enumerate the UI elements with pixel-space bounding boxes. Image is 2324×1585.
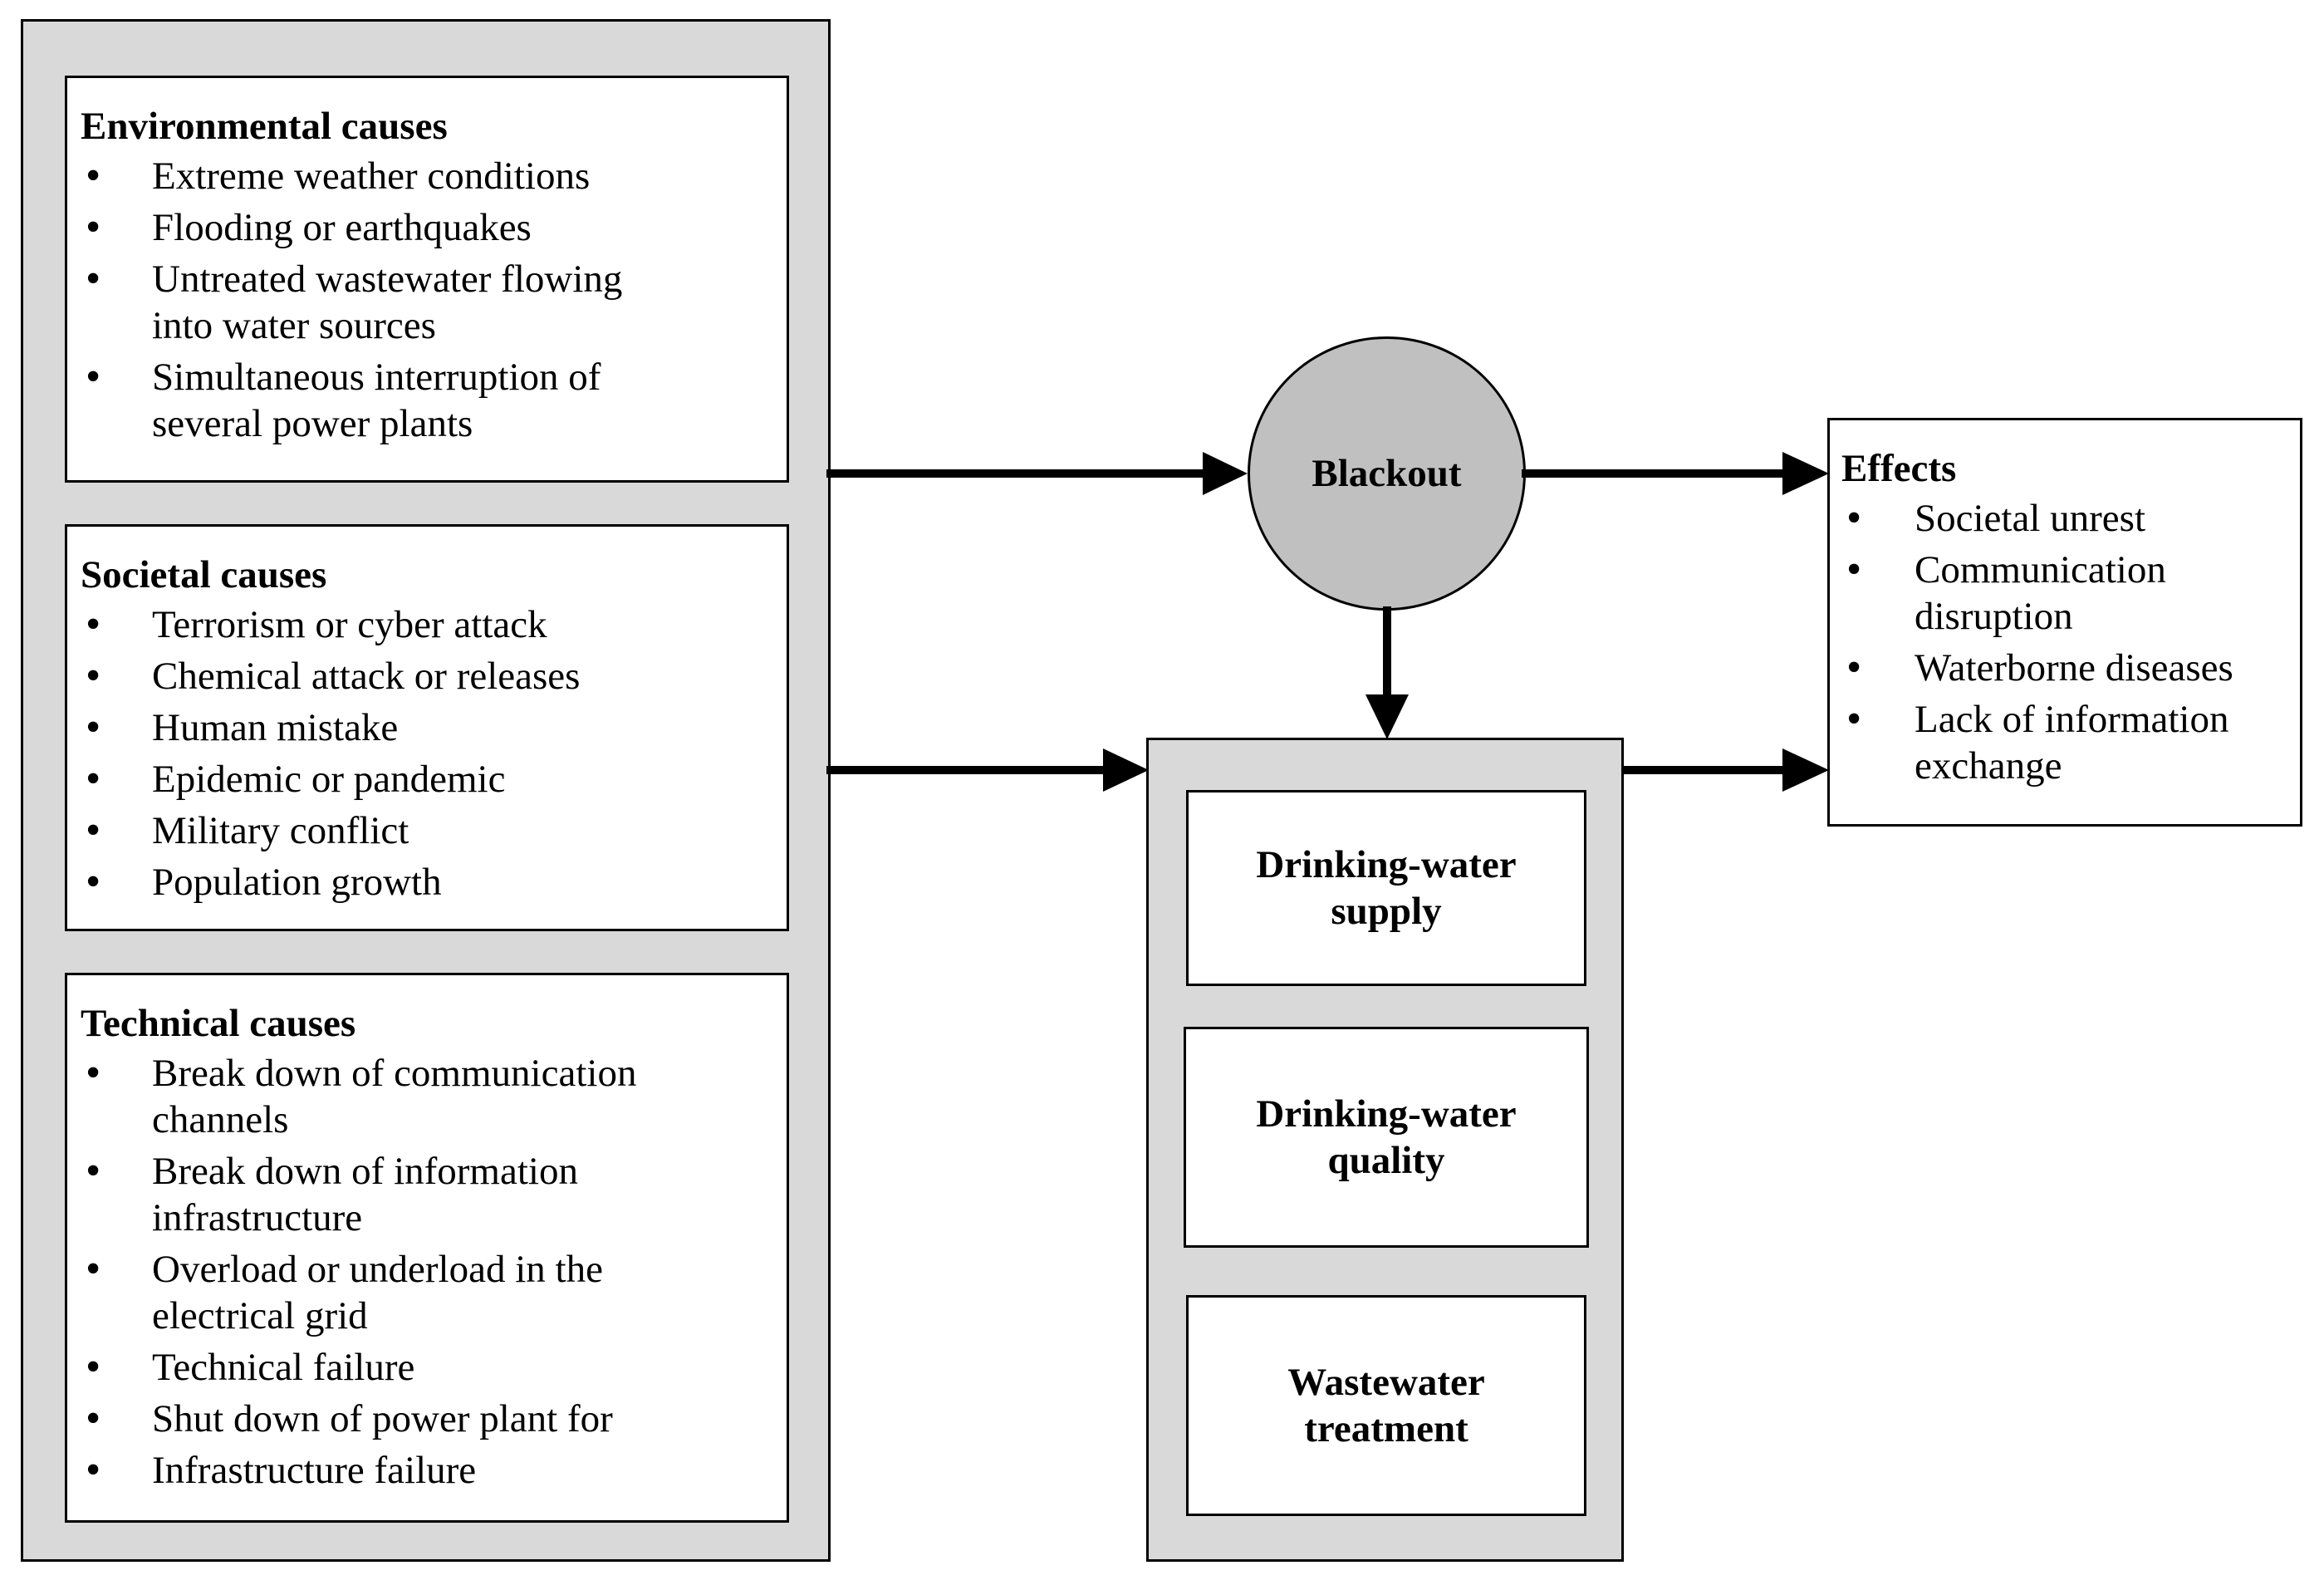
list-item: Human mistake	[81, 704, 773, 751]
blackout-label: Blackout	[1312, 452, 1462, 495]
drinking-water-quality-label: Drinking-water quality	[1256, 1092, 1517, 1182]
list-item: Terrorism or cyber attack	[81, 601, 773, 648]
societal-causes-heading: Societal causes	[81, 553, 327, 596]
list-item: Lack of information exchange	[1841, 696, 2288, 789]
list-item: Epidemic or pandemic	[81, 756, 773, 802]
list-item: Chemical attack or releases	[81, 653, 773, 699]
list-item: Population growth	[81, 859, 773, 905]
list-item: Communication disruption	[1841, 547, 2230, 640]
list-item: Break down of information infrastructure	[81, 1148, 684, 1241]
wastewater-treatment-label: Wastewater treatment	[1287, 1361, 1485, 1450]
arrowhead	[1365, 694, 1409, 739]
technical-causes-box: Technical causes Break down of communica…	[65, 973, 789, 1523]
list-item: Extreme weather conditions	[81, 153, 773, 199]
list-item: Shut down of power plant for	[81, 1396, 773, 1442]
list-item: Simultaneous interruption of several pow…	[81, 354, 684, 447]
causes-panel: Environmental causes Extreme weather con…	[21, 19, 831, 1562]
arrowhead	[1782, 748, 1829, 792]
drinking-water-supply-label: Drinking-water supply	[1256, 843, 1517, 933]
list-item: Military conflict	[81, 807, 773, 854]
list-item: Societal unrest	[1841, 495, 2288, 542]
environmental-causes-box: Environmental causes Extreme weather con…	[65, 76, 789, 483]
list-item: Flooding or earthquakes	[81, 204, 773, 251]
list-item: Technical failure	[81, 1344, 773, 1391]
list-item: Waterborne diseases	[1841, 645, 2288, 691]
effects-box: Effects Societal unrest Communication di…	[1827, 418, 2302, 827]
effects-heading: Effects	[1841, 447, 1957, 490]
water-systems-panel: Drinking-water supply Drinking-water qua…	[1146, 738, 1624, 1562]
societal-causes-list: Terrorism or cyber attack Chemical attac…	[81, 601, 773, 905]
environmental-causes-list: Extreme weather conditions Flooding or e…	[81, 153, 773, 447]
drinking-water-supply-box: Drinking-water supply	[1186, 790, 1586, 986]
arrowhead	[1782, 452, 1829, 495]
environmental-causes-heading: Environmental causes	[81, 105, 448, 148]
effects-list: Societal unrest Communication disruption…	[1841, 495, 2288, 789]
wastewater-treatment-box: Wastewater treatment	[1186, 1295, 1586, 1516]
list-item: Overload or underload in the electrical …	[81, 1246, 684, 1339]
technical-causes-heading: Technical causes	[81, 1002, 356, 1045]
societal-causes-box: Societal causes Terrorism or cyber attac…	[65, 524, 789, 931]
list-item: Infrastructure failure	[81, 1447, 773, 1494]
arrowhead	[1203, 452, 1248, 495]
list-item: Break down of communication channels	[81, 1050, 717, 1143]
arrowhead	[1103, 748, 1149, 792]
technical-causes-list: Break down of communication channels Bre…	[81, 1050, 773, 1494]
drinking-water-quality-box: Drinking-water quality	[1184, 1027, 1589, 1248]
list-item: Untreated wastewater flowing into water …	[81, 256, 684, 349]
